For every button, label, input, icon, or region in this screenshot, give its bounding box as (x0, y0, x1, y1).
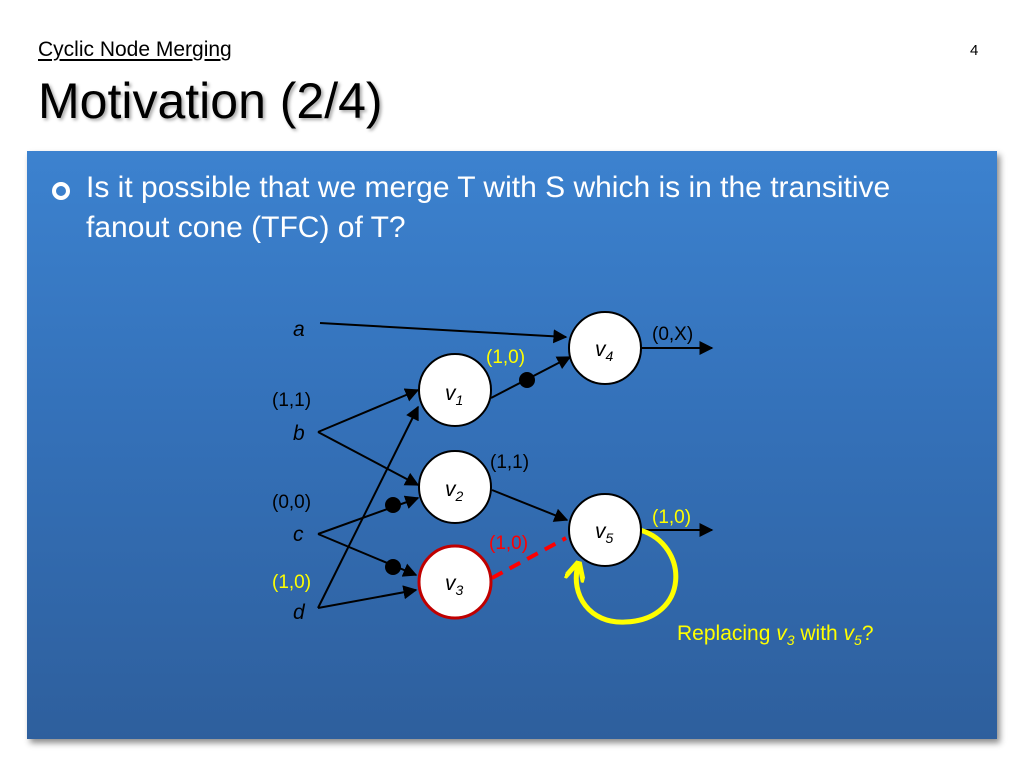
input-label-d: d (293, 601, 306, 624)
edge-v2-v5 (491, 489, 569, 522)
input-value-b: (1,1) (272, 390, 311, 411)
slide-title: Motivation (2/4) (38, 73, 383, 129)
node-value-v2: (1,1) (490, 452, 529, 473)
content-panel (27, 151, 997, 739)
input-value-d: (1,0) (272, 572, 311, 593)
question-node-a: v (776, 622, 788, 645)
question-text: ? (862, 622, 874, 645)
node-value-v1: (1,0) (486, 347, 525, 368)
bullet-text: Is it possible that we merge T with S wh… (86, 171, 891, 244)
edge-b-v2 (317, 431, 420, 486)
input-label-c: c (293, 523, 304, 546)
replacement-question: Replacing v3 with v5? (677, 622, 874, 648)
question-text: with (795, 622, 844, 645)
node-v3: v3 (417, 544, 493, 620)
question-node-b: v (844, 622, 856, 645)
question-text: Replacing (677, 622, 776, 645)
cycle-loop (576, 527, 679, 625)
edge-c-v3 (317, 533, 418, 577)
node-value-v3: (1,0) (489, 533, 528, 554)
node-subscript: 2 (455, 488, 464, 504)
node-label: v (445, 382, 457, 405)
edge-b-v1 (317, 388, 420, 433)
node-value-v4: (0,X) (652, 324, 693, 345)
node-value-v5: (1,0) (652, 507, 691, 528)
svg-text:v1: v1 (445, 382, 463, 408)
question-node-a-sub: 3 (787, 632, 795, 648)
inverter-dot-c-v2 (385, 497, 401, 513)
svg-text:v2: v2 (445, 478, 464, 504)
node-v5: v5 (568, 493, 642, 567)
svg-text:v5: v5 (595, 520, 614, 546)
section-subtitle: Cyclic Node Merging (38, 38, 232, 61)
node-v1: v1 (418, 353, 492, 427)
svg-text:v3: v3 (445, 572, 464, 598)
node-subscript: 1 (456, 392, 464, 408)
page-number: 4 (970, 42, 979, 59)
input-label-a: a (293, 318, 305, 341)
node-label: v (445, 572, 457, 595)
question-node-b-sub: 5 (854, 632, 862, 648)
edge-c-v2 (317, 495, 420, 535)
inverter-dot-c-v3 (385, 559, 401, 575)
node-v2: v2 (418, 450, 492, 524)
node-label: v (445, 478, 457, 501)
input-value-c: (0,0) (272, 492, 311, 513)
inverter-dot-v1-v4 (519, 372, 535, 388)
edge-d-v1 (317, 405, 419, 609)
node-label: v (595, 338, 607, 361)
svg-text:v4: v4 (595, 338, 614, 364)
input-label-b: b (293, 422, 305, 445)
edge-a-v4 (319, 322, 568, 344)
circle-bullet-icon (52, 182, 70, 200)
node-subscript: 4 (606, 348, 614, 364)
replacement-edge-v3-v5 (491, 536, 567, 580)
node-subscript: 3 (456, 582, 464, 598)
node-subscript: 5 (606, 530, 614, 546)
node-label: v (595, 520, 607, 543)
node-v4: v4 (568, 311, 642, 385)
edge-d-v3 (317, 585, 418, 609)
